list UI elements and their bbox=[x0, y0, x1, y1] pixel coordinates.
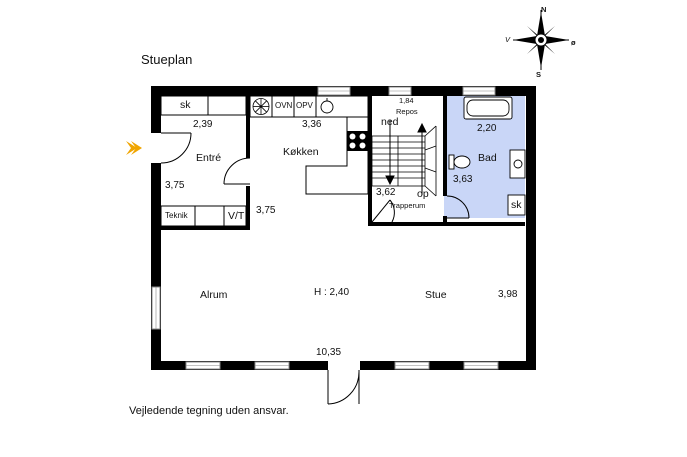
dim-kokken-depth: 3,75 bbox=[256, 205, 276, 216]
compass-south: S bbox=[536, 70, 542, 79]
kitchen-counter bbox=[249, 95, 369, 195]
dim-bad-depth: 3,63 bbox=[453, 174, 473, 185]
dim-bad-width: 2,20 bbox=[477, 123, 497, 134]
room-entre: Entré bbox=[196, 152, 222, 164]
interior-walls bbox=[161, 96, 525, 230]
disclaimer: Vejledende tegning uden ansvar. bbox=[129, 405, 289, 417]
teknik-label: Teknik bbox=[165, 211, 188, 220]
room-kokken: Køkken bbox=[283, 146, 319, 158]
stairs-up-label: op bbox=[417, 188, 429, 200]
closet-bad-label: sk bbox=[511, 199, 522, 211]
room-repos: Repos bbox=[396, 107, 418, 116]
trapperum-door bbox=[371, 199, 395, 223]
entrance-arrow-tip bbox=[131, 141, 142, 155]
bad-door bbox=[446, 195, 470, 219]
plan-title: Stueplan bbox=[141, 52, 193, 67]
compass-east: ø bbox=[571, 38, 576, 47]
stairs-down-label: ned bbox=[381, 116, 399, 128]
terrace-door-gap bbox=[328, 360, 360, 371]
dim-stue-depth: 3,98 bbox=[498, 289, 518, 300]
dim-total-width: 10,35 bbox=[316, 347, 342, 358]
dishwasher-label: OPV bbox=[296, 101, 313, 110]
vt-label: V/T bbox=[228, 210, 245, 222]
hob-icon bbox=[347, 131, 368, 151]
dim-ceiling-height: H : 2,40 bbox=[314, 287, 350, 298]
compass-west: V bbox=[505, 35, 511, 44]
fan-icon bbox=[252, 98, 270, 115]
compass-rose-icon bbox=[513, 10, 569, 70]
entrance-gap bbox=[150, 133, 162, 163]
entrance-arrow-icon bbox=[126, 141, 137, 155]
room-bad: Bad bbox=[478, 152, 497, 164]
room-alrum: Alrum bbox=[200, 289, 228, 301]
terrace-door bbox=[327, 370, 360, 405]
room-trapperum: Trapperum bbox=[389, 201, 426, 210]
dim-entre-depth: 3,75 bbox=[165, 180, 185, 191]
dim-trapperum: 3,62 bbox=[376, 187, 396, 198]
staircase bbox=[371, 125, 437, 197]
dim-repos: 1,84 bbox=[399, 96, 414, 105]
room-stue: Stue bbox=[425, 289, 447, 301]
dim-entre-width: 2,39 bbox=[193, 119, 213, 130]
washbasin-icon bbox=[509, 149, 526, 179]
oven-label: OVN bbox=[275, 101, 293, 110]
closet-bad bbox=[507, 194, 526, 216]
bathtub-icon bbox=[463, 96, 513, 120]
entrance-door bbox=[160, 132, 192, 164]
closet-entre-label: sk bbox=[180, 99, 191, 111]
toilet-icon bbox=[448, 154, 471, 170]
dim-kokken-width: 3,36 bbox=[302, 119, 322, 130]
stair-arrows bbox=[385, 120, 427, 195]
closet-entre bbox=[160, 95, 247, 116]
sink-icon bbox=[320, 98, 334, 114]
teknik-cabinet bbox=[160, 205, 247, 227]
compass-north: N bbox=[541, 5, 547, 14]
entre-door bbox=[223, 157, 251, 185]
